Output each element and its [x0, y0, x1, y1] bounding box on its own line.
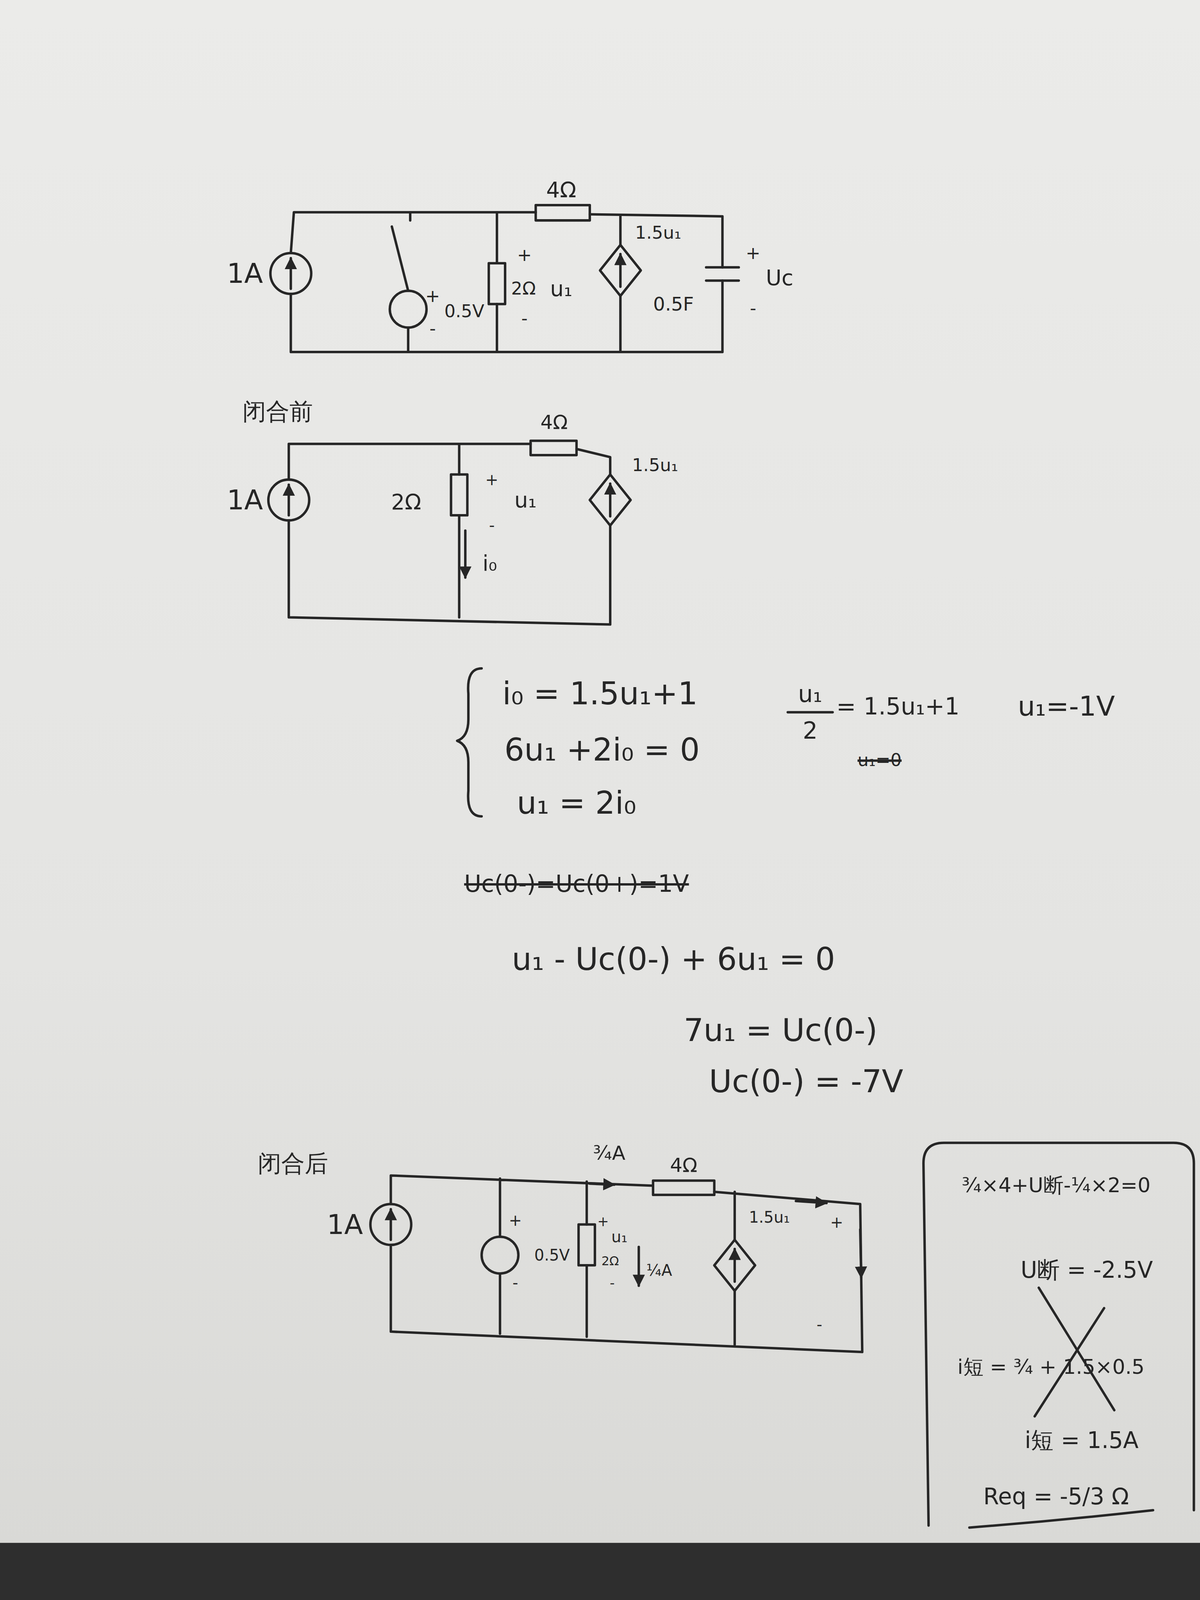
polarity-sign: +: [508, 1211, 522, 1229]
polarity-sign: -: [521, 308, 528, 329]
dependent-source-diamond: [589, 474, 631, 526]
equation: 7u₁ = Uc(0-): [683, 1013, 878, 1048]
source-arrow: [619, 253, 622, 287]
current-value: ¾A: [592, 1142, 626, 1164]
current-source-symbol: [370, 1203, 411, 1245]
component-value: 4Ω: [669, 1154, 698, 1177]
note-frame: [923, 1142, 1194, 1526]
component-value: 1.5u₁: [635, 223, 682, 243]
polarity-sign: +: [830, 1213, 844, 1231]
equation: Uc(0-) = -7V: [708, 1064, 904, 1099]
current-value: ¼A: [646, 1261, 672, 1279]
equation: i短 = 1.5A: [1024, 1428, 1139, 1454]
equation: i₀ = 1.5u₁+1: [502, 676, 698, 711]
dependent-source-diamond: [600, 244, 641, 297]
equation-brace: [457, 668, 482, 817]
source-arrow: [289, 258, 292, 289]
polarity-sign: +: [425, 286, 441, 306]
component-value: 0.5V: [444, 301, 484, 322]
equation: 6u₁ +2i₀ = 0: [504, 732, 700, 768]
current-arrow: [796, 1201, 827, 1204]
capacitor-plate: [706, 279, 740, 282]
component-value: 4Ω: [546, 178, 577, 202]
component-value: 0.5V: [534, 1246, 570, 1264]
dependent-source-diamond: [714, 1239, 756, 1292]
current-arrow: [637, 1246, 640, 1286]
polarity-sign: +: [745, 243, 761, 263]
underline: [969, 1510, 1154, 1528]
polarity-sign: -: [489, 516, 495, 534]
section-heading: 闭合前: [242, 398, 313, 425]
voltage-source-symbol: [481, 1236, 519, 1274]
source-arrow: [389, 1209, 392, 1240]
equation: i短 = ¾ + 1.5×0.5: [957, 1356, 1145, 1379]
wire: [290, 212, 723, 352]
source-arrow: [608, 483, 612, 517]
polarity-sign: -: [609, 1275, 615, 1291]
resistor-symbol: [653, 1180, 715, 1195]
voltage-source-symbol: [389, 290, 427, 328]
polarity-sign: +: [517, 245, 533, 265]
component-value: 1.5u₁: [748, 1208, 790, 1226]
polarity-sign: -: [429, 318, 436, 339]
source-arrow: [287, 484, 290, 516]
source-arrow: [733, 1248, 736, 1282]
component-value: 2Ω: [391, 490, 422, 515]
polarity-sign: +: [597, 1214, 609, 1230]
resistor-symbol: [578, 1224, 595, 1266]
resistor-symbol: [451, 474, 468, 516]
current-arrow: [589, 1183, 615, 1185]
signal-name: u₁: [550, 276, 573, 301]
signal-name: u₁: [514, 488, 537, 513]
equation: u₁ = 2i₀: [516, 785, 637, 821]
resistor-symbol: [530, 440, 577, 456]
table-edge: [0, 1542, 1200, 1600]
component-value: 1.5u₁: [632, 455, 679, 475]
current-source-symbol: [270, 253, 311, 294]
resistor-symbol: [488, 263, 506, 304]
component-value: 4Ω: [540, 411, 568, 434]
polarity-sign: -: [750, 298, 757, 318]
current-arrow: [464, 530, 467, 578]
fraction-bar: [787, 710, 833, 714]
section-heading: 闭合后: [257, 1150, 329, 1177]
signal-name: Uc: [766, 265, 794, 290]
polarity-sign: -: [512, 1274, 518, 1292]
equation: Uc(0-)=Uc(0+)=1V: [464, 870, 689, 897]
component-value: 0.5F: [653, 293, 694, 315]
switch-blade: [391, 226, 409, 292]
equation: u₁=-1V: [1017, 691, 1115, 722]
wire: [288, 443, 611, 625]
current-source-symbol: [268, 479, 309, 521]
equation: 2: [802, 717, 818, 744]
component-value: 1A: [326, 1209, 363, 1240]
polarity-sign: +: [485, 471, 499, 489]
current-arrow: [860, 1229, 862, 1278]
polarity-sign: -: [816, 1316, 822, 1334]
component-value: 1A: [226, 485, 263, 516]
resistor-symbol: [535, 205, 590, 221]
equation: = 1.5u₁+1: [836, 693, 960, 720]
component-value: 2Ω: [601, 1254, 620, 1268]
capacitor-plate: [706, 266, 740, 269]
equation: u₁ - Uc(0-) + 6u₁ = 0: [511, 942, 836, 977]
equation: U断 = -2.5V: [1020, 1257, 1154, 1283]
wire: [390, 1175, 863, 1352]
component-value: 2Ω: [511, 279, 536, 299]
component-value: 1A: [226, 258, 263, 289]
signal-name: u₁: [611, 1228, 628, 1246]
signal-name: i₀: [482, 551, 497, 576]
equation: ¾×4+U断-¼×2=0: [961, 1174, 1151, 1197]
equation: u₁=0: [857, 750, 902, 770]
equation: u₁: [798, 680, 823, 707]
equation: Req = -5/3 Ω: [983, 1484, 1129, 1510]
